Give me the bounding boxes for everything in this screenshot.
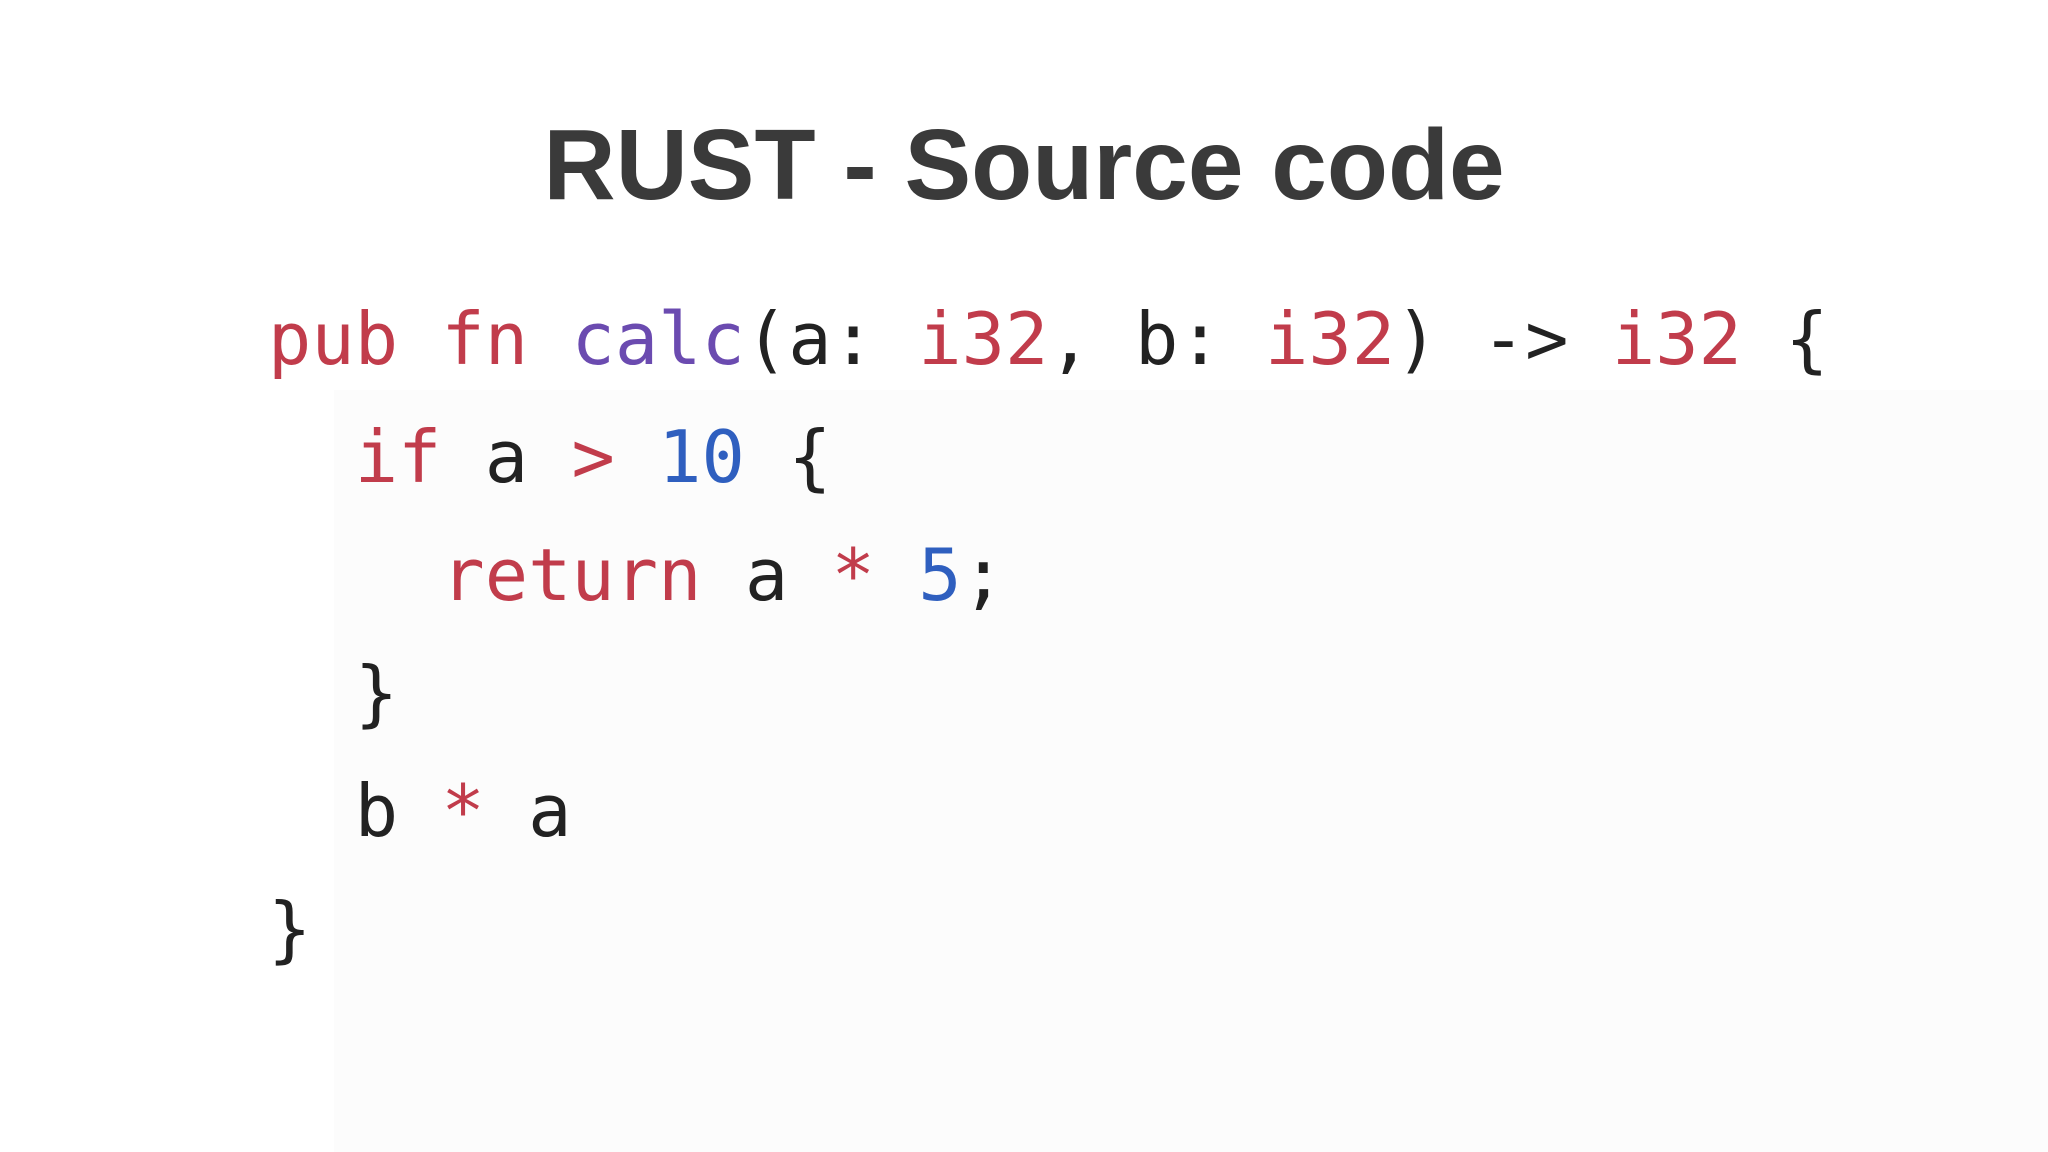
keyword-token: i32 xyxy=(1265,297,1396,381)
code-text: b xyxy=(268,769,442,853)
background-panel xyxy=(334,390,2048,1152)
code-text: -> xyxy=(1481,297,1569,381)
slide-title: RUST - Source code xyxy=(543,109,1505,221)
code-text xyxy=(398,297,441,381)
function-name-token: calc xyxy=(571,297,745,381)
code-text: a xyxy=(701,533,832,617)
operator-token: > xyxy=(571,415,615,499)
keyword-token: pub xyxy=(268,297,399,381)
number-token: 5 xyxy=(918,533,962,617)
operator-token: * xyxy=(441,769,485,853)
code-text: ) xyxy=(1395,297,1482,381)
code-text: (a: xyxy=(744,297,919,381)
code-text: ; xyxy=(961,533,1005,617)
code-line-6: } xyxy=(268,870,1829,988)
keyword-token: i32 xyxy=(1611,297,1742,381)
code-line-2: if a > 10 { xyxy=(268,398,1829,516)
keyword-token: i32 xyxy=(918,297,1049,381)
code-text xyxy=(615,415,658,499)
code-text: , b: xyxy=(1048,297,1266,381)
code-text xyxy=(528,297,571,381)
keyword-token: if xyxy=(354,415,442,499)
code-text xyxy=(268,415,355,499)
code-text: a xyxy=(484,769,572,853)
code-text: } xyxy=(268,887,312,971)
code-text xyxy=(1569,297,1612,381)
keyword-token: fn xyxy=(441,297,529,381)
code-line-4: } xyxy=(268,634,1829,752)
code-text xyxy=(875,533,918,617)
operator-token: * xyxy=(831,533,875,617)
code-text: { xyxy=(744,415,832,499)
code-line-3: return a * 5; xyxy=(268,516,1829,634)
code-text: a xyxy=(441,415,572,499)
number-token: 10 xyxy=(658,415,745,499)
code-block: pub fn calc(a: i32, b: i32) -> i32 { if … xyxy=(268,280,1829,988)
code-text xyxy=(268,533,441,617)
code-text: } xyxy=(268,651,399,735)
code-line-5: b * a xyxy=(268,752,1829,870)
code-text: { xyxy=(1741,297,1829,381)
keyword-token: return xyxy=(441,533,702,617)
code-line-1: pub fn calc(a: i32, b: i32) -> i32 { xyxy=(268,280,1829,398)
